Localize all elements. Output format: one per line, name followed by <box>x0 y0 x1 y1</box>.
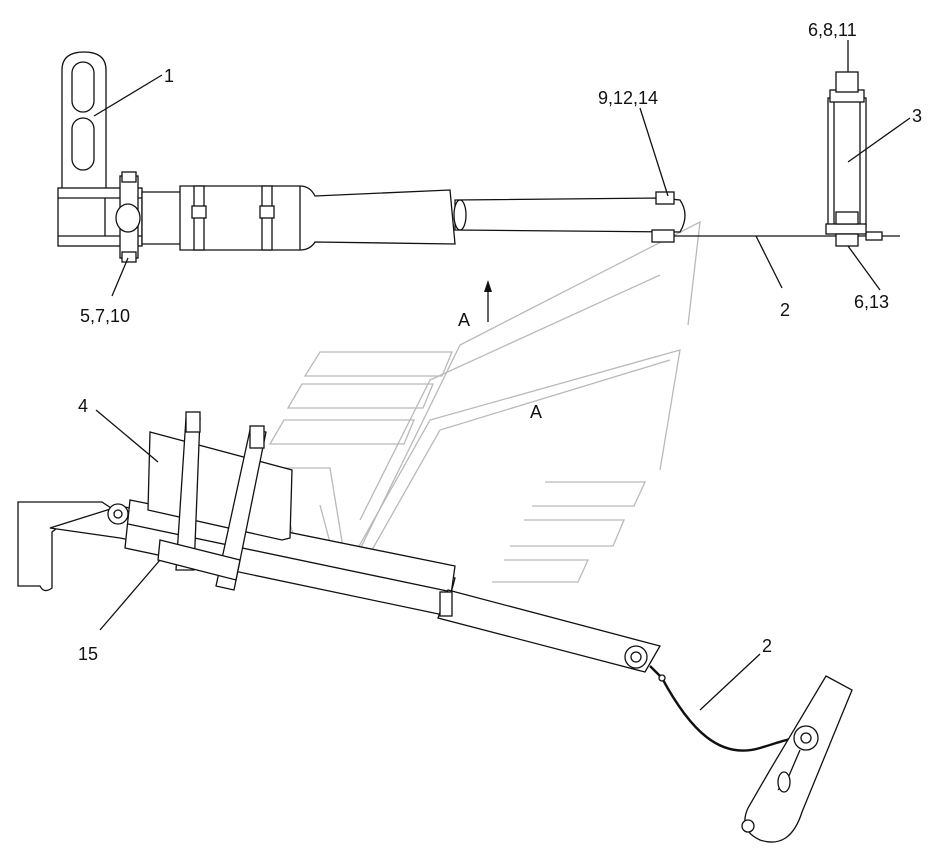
callout-15: 15 <box>78 644 98 664</box>
callout-6-8-11: 6,8,11 <box>808 20 857 40</box>
view-label: A <box>530 402 542 422</box>
lever-bracket <box>744 675 853 843</box>
callout-5-7-10: 5,7,10 <box>80 306 130 326</box>
callout-1: 1 <box>164 66 174 86</box>
view-arrow <box>484 280 492 322</box>
piston-rod <box>454 197 686 233</box>
cylinder-body <box>179 185 456 251</box>
cable-side <box>649 665 801 752</box>
top-view <box>57 51 900 263</box>
side-view <box>17 411 853 843</box>
callout-6-13: 6,13 <box>854 292 889 312</box>
watermark-logo <box>254 220 701 583</box>
callout-2-bottom: 2 <box>762 636 772 656</box>
top-leaders <box>93 40 911 297</box>
callout-2-top: 2 <box>780 300 790 320</box>
view-arrow-label: A <box>458 310 470 330</box>
callout-9-12-14: 9,12,14 <box>598 88 658 108</box>
side-leaders <box>95 409 761 711</box>
slotted-bracket <box>61 51 107 191</box>
callout-4: 4 <box>78 396 88 416</box>
callout-3: 3 <box>912 106 922 126</box>
